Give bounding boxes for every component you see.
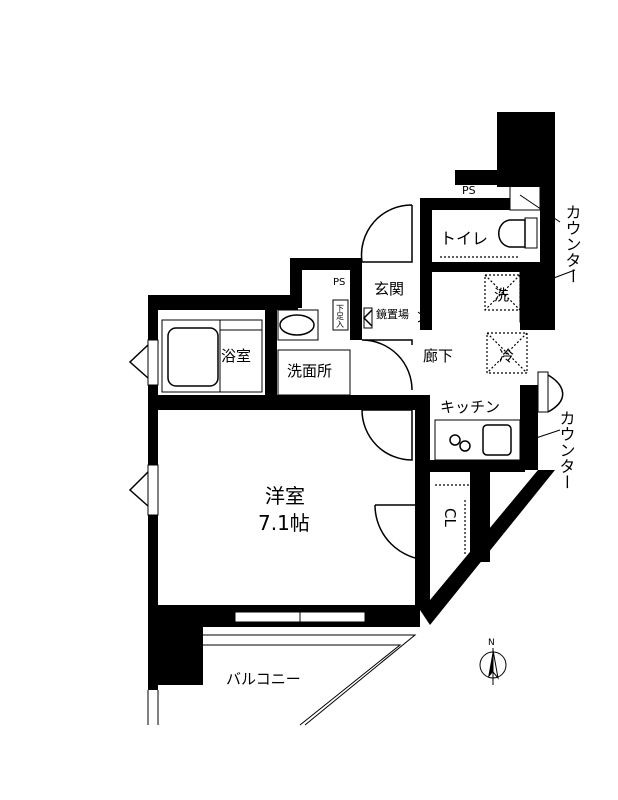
label-mirror-area: 鏡置場 [376,307,409,321]
compass-north-label: N [488,638,495,648]
room-size-western-room: 7.1帖 [258,511,310,535]
fixtures [161,184,576,555]
label-ps-left: PS [333,277,345,288]
windows [128,339,564,623]
room-label-washroom: 洗面所 [287,362,332,380]
compass-icon: N [479,638,507,685]
label-washer: 洗 [494,286,509,304]
label-fridge: 冷 [499,347,514,365]
label-shoe-box: 下足入 [336,304,345,328]
room-label-counter-top: カウンター [563,204,582,284]
label-closet: CL [441,508,459,527]
room-label-toilet: トイレ [440,229,488,248]
label-ps-top: PS [462,184,476,197]
room-label-entrance: 玄関 [374,280,404,298]
room-label-western-room: 洋室 [265,484,305,508]
room-label-hallway: 廊下 [423,347,453,365]
room-label-bathroom: 浴室 [221,347,251,365]
room-label-kitchen: キッチン [440,398,500,416]
room-label-counter-bottom: カウンター [557,410,576,490]
balcony-outline [147,634,417,726]
room-label-balcony: バルコニー [226,670,301,688]
doors [277,204,431,561]
